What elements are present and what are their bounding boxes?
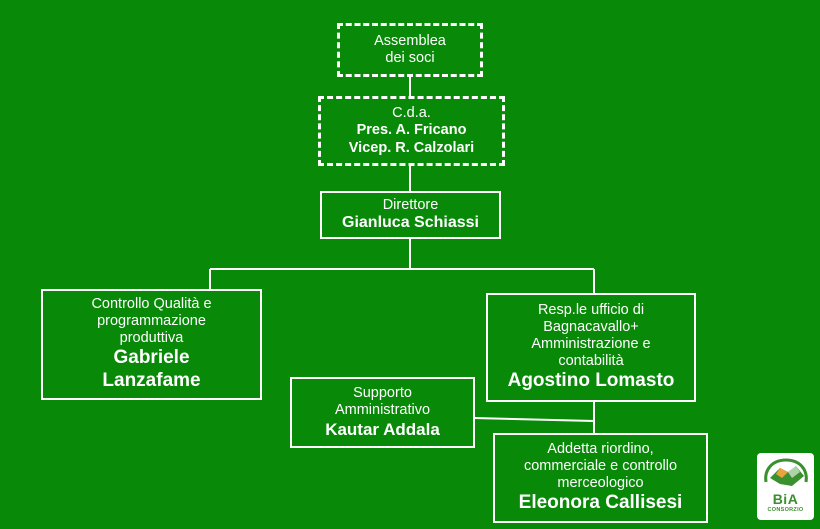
assembly-line2: dei soci — [385, 50, 435, 66]
clerk-box: Addetta riordino, commerciale e controll… — [493, 433, 708, 523]
board-vice: Vicep. R. Calzolari — [348, 139, 475, 156]
director-box: Direttore Gianluca Schiassi — [320, 191, 501, 239]
board-box: C.d.a. Pres. A. Fricano Vicep. R. Calzol… — [318, 96, 505, 166]
clerk-role-line: commerciale e controllo — [523, 458, 678, 475]
office-role-line: Amministrazione e — [531, 336, 651, 353]
quality-role-line: Controllo Qualità e — [91, 296, 212, 313]
support-role-line: Supporto — [353, 385, 412, 402]
office-role-line: Resp.le ufficio di — [537, 301, 645, 318]
logo-word: BiA — [772, 491, 799, 507]
quality-role-line: programmazione — [97, 313, 206, 330]
assembly-box: Assemblea dei soci — [337, 23, 483, 77]
director-name: Gianluca Schiassi — [342, 214, 479, 232]
connector-support-clerk — [473, 417, 595, 422]
office-role-line: contabilità — [558, 353, 624, 370]
quality-role-line: produttiva — [119, 330, 184, 347]
support-name: Kautar Addala — [325, 419, 440, 439]
board-president: Pres. A. Fricano — [356, 122, 467, 139]
clerk-role-line: merceologico — [557, 475, 644, 492]
support-role-line: Amministrativo — [334, 402, 431, 419]
office-role-line: Bagnacavallo+ — [543, 318, 639, 335]
logo-subtitle: CONSORZIO — [767, 507, 804, 513]
clerk-role-line: Addetta riordino, — [547, 440, 654, 457]
handshake-icon — [763, 458, 808, 486]
support-box: Supporto Amministrativo Kautar Addala — [290, 377, 475, 448]
board-title: C.d.a. — [392, 105, 431, 122]
quality-box: Controllo Qualità e programmazione produ… — [41, 289, 262, 400]
office-box: Resp.le ufficio di Bagnacavallo+ Amminis… — [486, 293, 696, 402]
quality-name-line: Gabriele — [113, 347, 190, 369]
quality-name-line: Lanzafame — [102, 370, 201, 392]
director-role: Direttore — [382, 197, 439, 213]
assembly-line1: Assemblea — [374, 32, 446, 49]
clerk-name: Eleonora Callisesi — [518, 492, 683, 514]
bia-logo: BiA CONSORZIO — [757, 453, 814, 520]
office-name: Agostino Lomasto — [507, 370, 675, 392]
